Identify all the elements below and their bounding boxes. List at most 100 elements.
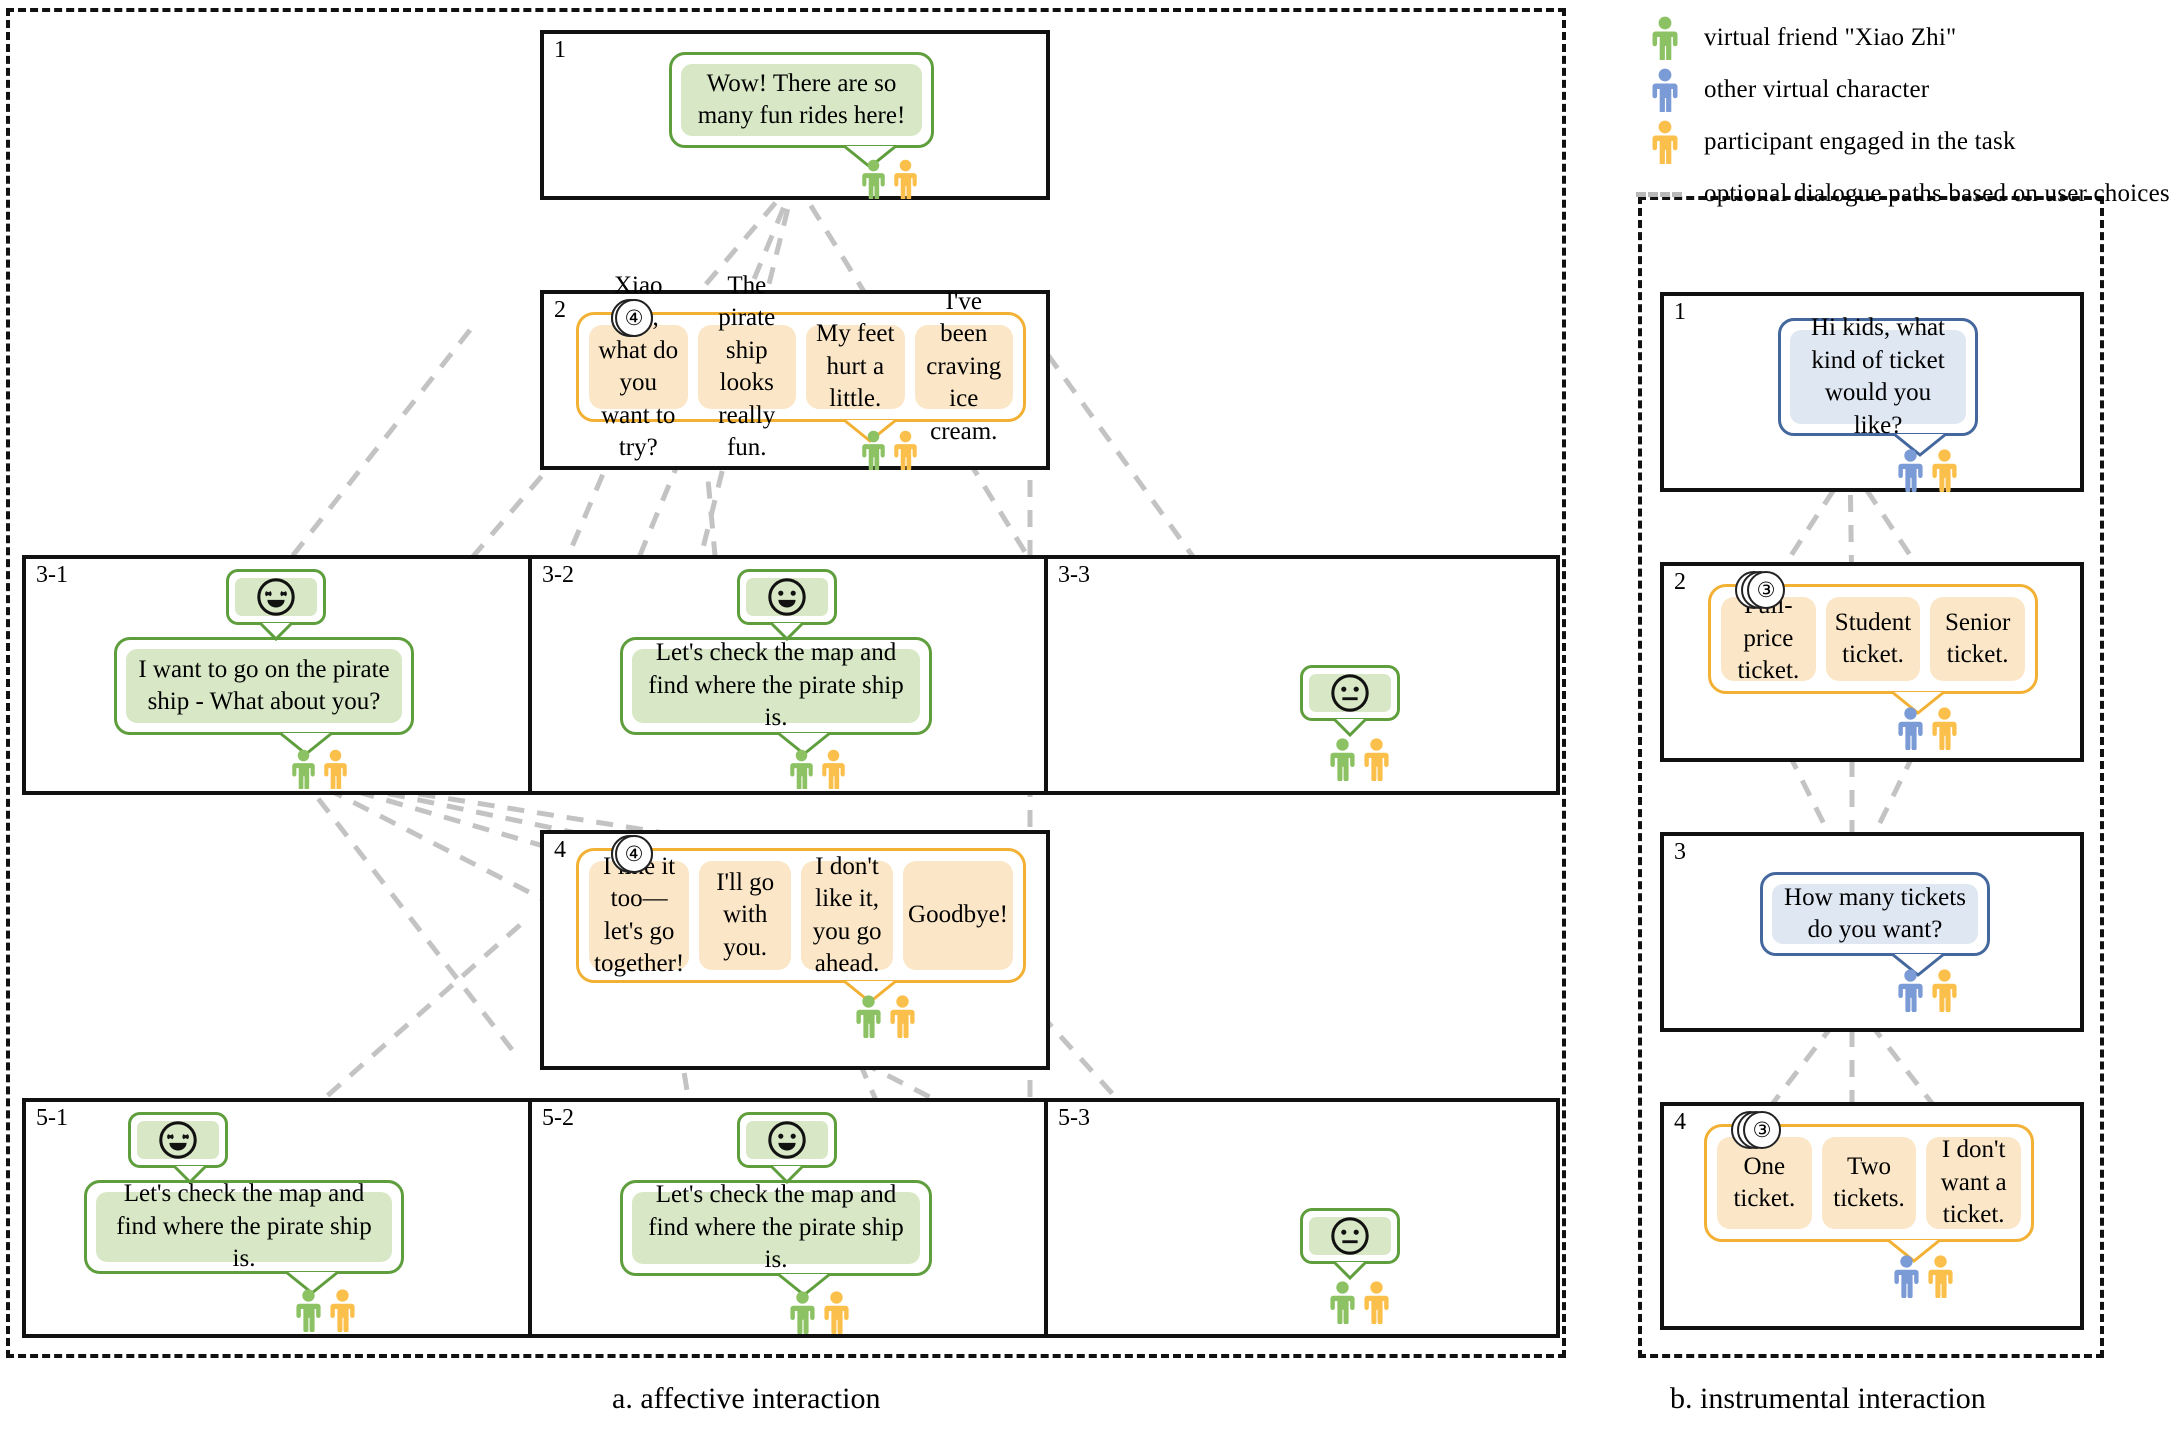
option-group-panel4: I like it too—let's go together! ① I'll … [576,835,1026,983]
option-2[interactable]: Student ticket. ② [1741,571,1921,681]
person-green-icon [862,159,885,199]
person-orange-icon [1648,120,1682,164]
bubble-text: I want to go on the pirate ship - What a… [126,649,402,723]
option-text: I like it too—let's go together! [594,852,685,978]
speech-bubble-xiao-zhi: Let's check the map and find where the p… [84,1180,404,1274]
instrumental-panel-4: 4 One ticket. ① Two tickets. ② I don't w… [1660,1102,2084,1330]
option-4[interactable]: I've been craving ice cream. ④ [615,288,1013,445]
bubble-text: Let's check the map and find where the p… [632,639,920,731]
option-1[interactable]: I like it too—let's go together! ① [589,835,690,977]
bubble-text: Hi kids, what kind of ticket would you l… [1790,314,1966,439]
person-orange-icon [1928,1255,1953,1298]
panel-number: 5-1 [36,1105,68,1131]
character-pair-xiaozhi-participant [854,994,917,1038]
panel-number: 3 [1674,839,1686,865]
panel-number: 2 [1674,569,1686,595]
bubble-tail-icon [1887,1238,1941,1263]
caption-instrumental: b. instrumental interaction [1670,1382,1986,1415]
person-green-icon [1648,16,1682,60]
emoji-bubble-laughing [226,569,326,625]
person-orange-icon [890,995,915,1038]
legend-item-dialogue-paths: optional dialogue paths based on user ch… [1636,172,2170,216]
option-1[interactable]: One ticket. ① [1717,1111,1812,1229]
option-number: ④ [615,835,653,873]
neutral-face-icon [1331,674,1369,712]
person-blue-icon [1894,1255,1919,1298]
option-text: One ticket. [1733,1152,1796,1213]
option-3[interactable]: My feet hurt a little. ③ [611,299,905,412]
speech-bubble-xiao-zhi: I want to go on the pirate ship - What a… [114,637,414,735]
option-text: Goodbye! [908,901,1008,929]
character-pair-xiaozhi-participant [1328,737,1391,781]
affective-interaction-section [6,8,1566,1358]
option-text: Two tickets. [1833,1152,1905,1213]
panel-number: 3-2 [542,562,574,588]
bubble-text: How many tickets do you want? [1772,884,1978,944]
legend-label: optional dialogue paths based on user ch… [1704,180,2170,207]
option-text: Student ticket. [1834,608,1912,669]
character-pair-xiaozhi-participant [1328,1280,1391,1324]
happy-face-icon [768,578,806,616]
legend: virtual friend "Xiao Zhi" other virtual … [1636,8,2170,207]
person-orange-icon [1364,738,1389,781]
option-2[interactable]: Two tickets. ② [1737,1111,1917,1229]
option-1[interactable]: Xiao Zhi, what do you want to try? ① [589,272,688,461]
panel-number: 2 [554,297,566,323]
option-number: ③ [1747,571,1785,609]
panel-number: 4 [554,837,566,863]
emoji-bubble-neutral [1300,665,1400,721]
person-blue-icon [1898,707,1923,750]
emoji-bubble-laughing [128,1112,228,1168]
option-2[interactable]: The pirate ship looks really fun. ② [615,272,796,461]
panel-number: 3-3 [1058,562,1090,588]
happy-face-icon [768,1121,806,1159]
affective-panel-3-2: 3-2 Let's check the map and find where t… [528,555,1048,795]
person-green-icon [862,430,885,470]
emoji-bubble-happy [737,569,837,625]
person-orange-icon [894,159,917,199]
person-green-icon [292,749,315,789]
instrumental-panel-3: 3 How many tickets do you want? [1660,832,2084,1032]
option-2[interactable]: I'll go with you. ② [615,835,792,970]
option-text: I've been craving ice cream. [926,287,1002,445]
option-3[interactable]: Senior ticket. ③ [1747,571,2026,681]
option-3[interactable]: I don't want a ticket. ③ [1743,1111,2022,1229]
laughing-face-icon [159,1121,197,1159]
option-group-inst-panel2: Full-price ticket. ① Student ticket. ② S… [1708,571,2038,694]
option-text: The pirate ship looks really fun. [718,271,776,462]
option-4[interactable]: Goodbye! ④ [615,835,1013,970]
person-orange-icon [1932,449,1957,492]
panel-number: 5-3 [1058,1105,1090,1131]
character-pair-other-participant [1896,968,1959,1012]
character-pair-xiaozhi-participant [788,749,847,789]
option-text: I'll go with you. [716,868,775,961]
speech-bubble-xiao-zhi: Let's check the map and find where the p… [620,1180,932,1276]
option-text: I don't want a ticket. [1940,1136,2007,1229]
legend-item-participant: participant engaged in the task [1648,120,2016,164]
person-orange-icon [1932,707,1957,750]
affective-panel-5-3: 5-3 [1044,1098,1560,1338]
legend-item-other-character: other virtual character [1648,68,1929,112]
panel-number: 1 [1674,299,1686,325]
person-orange-icon [894,430,917,470]
option-group-panel2: Xiao Zhi, what do you want to try? ① The… [576,272,1026,461]
option-number: ④ [615,299,653,337]
legend-item-virtual-friend: virtual friend "Xiao Zhi" [1648,16,1956,60]
option-1[interactable]: Full-price ticket. ① [1721,571,1816,684]
bubble-tail-icon [1332,717,1368,738]
legend-label: virtual friend "Xiao Zhi" [1704,24,1957,51]
person-blue-icon [1898,969,1923,1012]
option-3[interactable]: I don't like it, you go ahead. ③ [611,835,894,977]
person-blue-icon [1898,449,1923,492]
panel-number: 3-1 [36,562,68,588]
speech-bubble-other-character: How many tickets do you want? [1760,872,1990,956]
neutral-face-icon [1331,1217,1369,1255]
person-green-icon [856,995,881,1038]
bubble-tail-icon [1891,952,1945,977]
affective-panel-5-1: 5-1 Let's check the map and find where t… [22,1098,532,1338]
option-text: Xiao Zhi, what do you want to try? [598,271,679,462]
bubble-tail-icon [1893,432,1947,457]
bubble-text: Wow! There are so many fun rides here! [681,64,922,136]
character-pair-other-participant [1892,1254,1955,1298]
option-text: Senior ticket. [1945,608,2011,669]
